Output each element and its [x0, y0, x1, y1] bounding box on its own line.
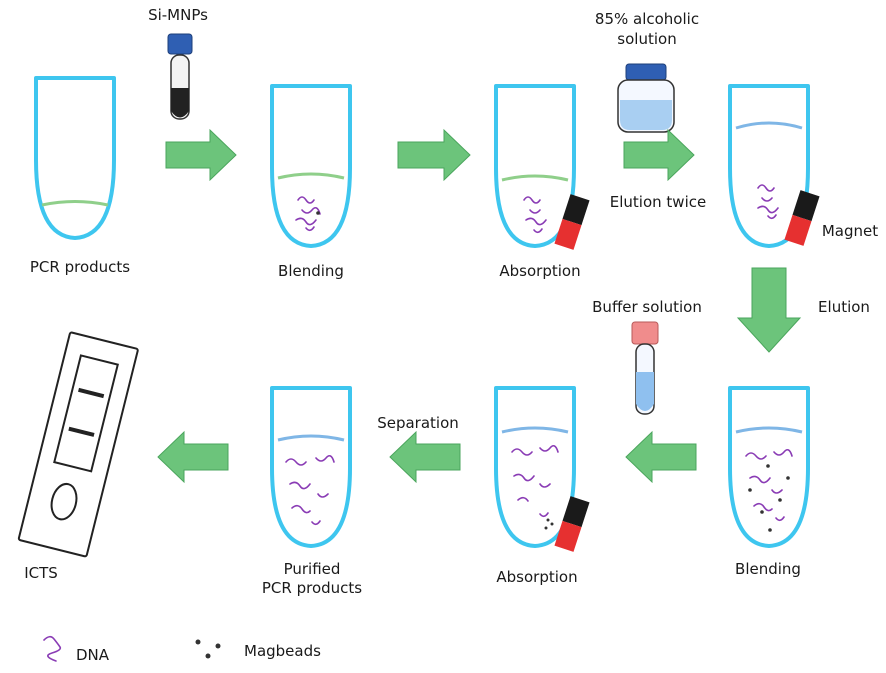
arrow-left-3	[157, 430, 229, 484]
legend-label-magbeads: Magbeads	[244, 642, 321, 660]
buffer-vial-icon	[631, 321, 659, 415]
magnet-icon-2	[784, 190, 820, 246]
label-magnet: Magnet	[822, 222, 878, 240]
dna-legend-icon	[43, 635, 62, 662]
label-alcohol-line2: solution	[617, 30, 676, 48]
arrow-down	[736, 267, 802, 353]
magbeads-legend-icon	[195, 639, 221, 659]
arrow-right-3	[623, 128, 695, 182]
arrow-left-1	[625, 430, 697, 484]
label-blending-1: Blending	[278, 262, 344, 280]
arrow-right-2	[397, 128, 471, 182]
tube-pcr-products	[34, 76, 116, 240]
label-buffer-solution: Buffer solution	[592, 298, 702, 316]
tube-absorption-2	[494, 386, 576, 548]
arrow-right-1	[165, 128, 237, 182]
icts-strip-icon	[17, 331, 139, 558]
tube-magnet	[728, 84, 810, 248]
label-elution-twice: Elution twice	[610, 193, 706, 211]
tube-blending-1	[270, 84, 352, 248]
alcohol-bottle-icon	[617, 63, 675, 133]
label-absorption-1: Absorption	[499, 262, 580, 280]
label-si-mnps: Si-MNPs	[148, 6, 208, 24]
arrow-left-2	[389, 430, 461, 484]
label-separation: Separation	[377, 414, 459, 432]
label-purified-line2: PCR products	[262, 579, 362, 597]
label-absorption-2: Absorption	[496, 568, 577, 586]
label-purified-line1: Purified	[284, 560, 341, 578]
tube-absorption-1	[494, 84, 576, 248]
label-alcohol-line1: 85% alcoholic	[595, 10, 699, 28]
tube-blending-2	[728, 386, 810, 548]
label-icts: ICTS	[24, 564, 58, 582]
magnet-icon-3	[554, 496, 590, 552]
legend-label-dna: DNA	[76, 646, 110, 664]
label-blending-2: Blending	[735, 560, 801, 578]
label-pcr-products: PCR products	[30, 258, 130, 276]
legend: DNA Magbeads	[43, 635, 321, 664]
magnet-icon-1	[554, 194, 590, 250]
si-mnps-vial-icon	[167, 33, 193, 120]
tube-purified-pcr-products	[270, 386, 352, 548]
label-elution: Elution	[818, 298, 870, 316]
